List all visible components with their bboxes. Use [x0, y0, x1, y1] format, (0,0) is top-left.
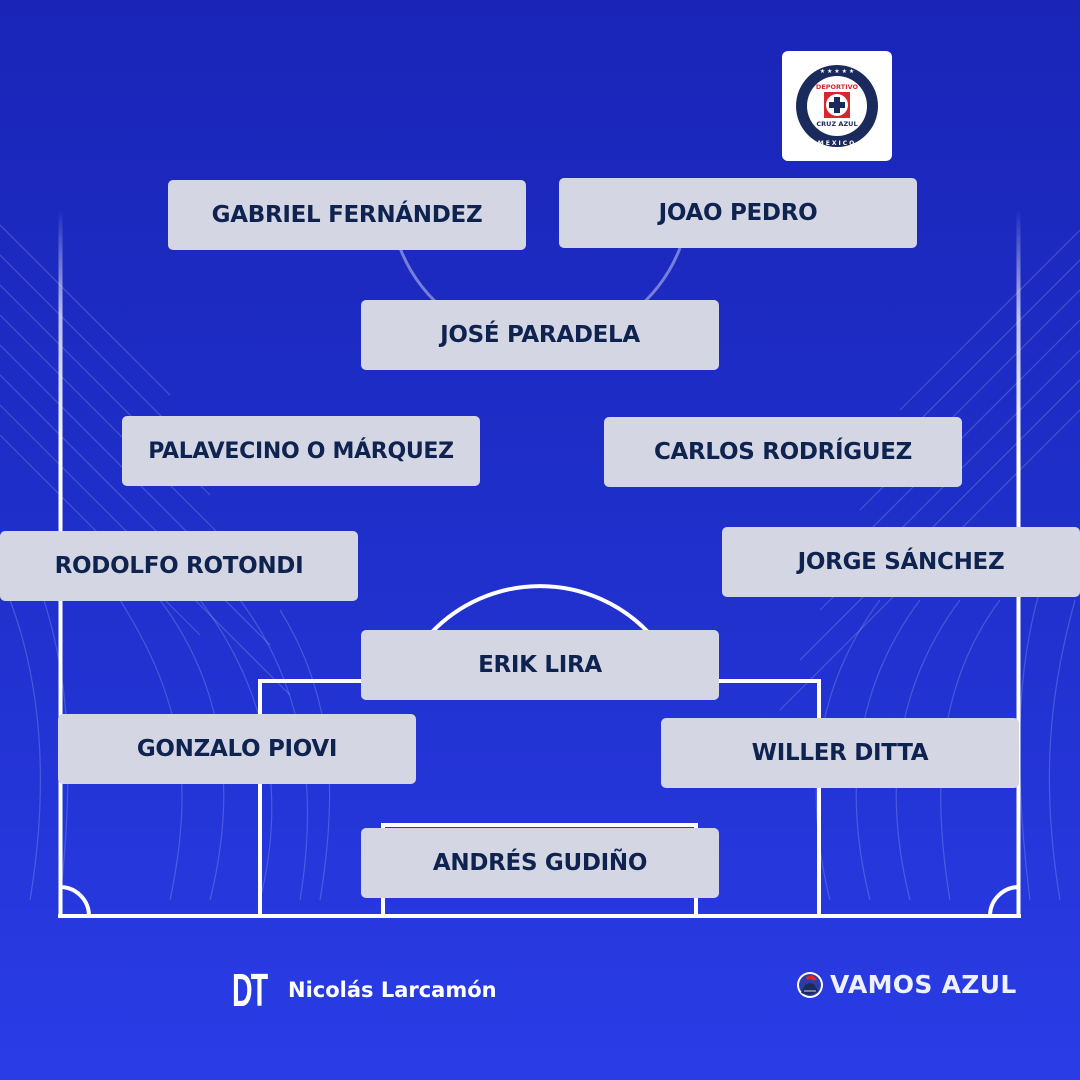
- player-card-forward-right: JOAO PEDRO: [559, 178, 917, 248]
- svg-text:MEXICO: MEXICO: [818, 140, 856, 147]
- player-card-mid-right: CARLOS RODRÍGUEZ: [604, 417, 962, 487]
- svg-text:★ ★ ★ ★ ★: ★ ★ ★ ★ ★: [820, 68, 855, 75]
- player-card-attacking-mid: JOSÉ PARADELA: [361, 300, 719, 370]
- player-name: JORGE SÁNCHEZ: [797, 549, 1005, 575]
- svg-text:DEPORTIVO: DEPORTIVO: [816, 83, 859, 91]
- brand-logo: VAMOS AZUL: [796, 970, 1017, 999]
- player-name: CARLOS RODRÍGUEZ: [653, 439, 913, 465]
- corner-arc-left: [59, 885, 91, 917]
- penalty-arc: [430, 584, 650, 634]
- coach-tag: DT: [232, 964, 268, 1016]
- player-name: ANDRÉS GUDIÑO: [432, 850, 648, 876]
- player-name: PALAVECINO O MÁRQUEZ: [148, 438, 454, 464]
- player-card-wingback-right: JORGE SÁNCHEZ: [722, 527, 1080, 597]
- player-card-centre-back-left: GONZALO PIOVI: [58, 714, 416, 784]
- player-card-wingback-left: RODOLFO ROTONDI: [0, 531, 358, 601]
- player-card-goalkeeper: ANDRÉS GUDIÑO: [361, 828, 719, 898]
- svg-text:CRUZ AZUL: CRUZ AZUL: [816, 120, 857, 128]
- player-name: GABRIEL FERNÁNDEZ: [211, 202, 483, 228]
- corner-arc-right: [988, 885, 1020, 917]
- player-name: WILLER DITTA: [751, 740, 929, 766]
- brand-name: VAMOS AZUL: [830, 970, 1017, 999]
- player-card-defensive-mid: ERIK LIRA: [361, 630, 719, 700]
- player-name: ERIK LIRA: [478, 652, 602, 678]
- coach-name: Nicolás Larcamón: [288, 978, 497, 1002]
- player-card-forward-left: GABRIEL FERNÁNDEZ: [168, 180, 526, 250]
- player-name: JOAO PEDRO: [658, 200, 818, 226]
- club-crest-card: ★ ★ ★ ★ ★ MEXICO DEPORTIVO CRUZ AZUL: [782, 51, 892, 161]
- player-name: JOSÉ PARADELA: [440, 322, 640, 348]
- player-card-mid-left: PALAVECINO O MÁRQUEZ: [122, 416, 480, 486]
- cruz-azul-crest-icon: ★ ★ ★ ★ ★ MEXICO DEPORTIVO CRUZ AZUL: [796, 65, 878, 147]
- player-name: RODOLFO ROTONDI: [54, 553, 304, 579]
- vamos-azul-logo-icon: [797, 971, 823, 998]
- coach-info: DT Nicolás Larcamón: [232, 966, 497, 1014]
- player-name: GONZALO PIOVI: [136, 736, 338, 762]
- player-card-centre-back-right: WILLER DITTA: [661, 718, 1019, 788]
